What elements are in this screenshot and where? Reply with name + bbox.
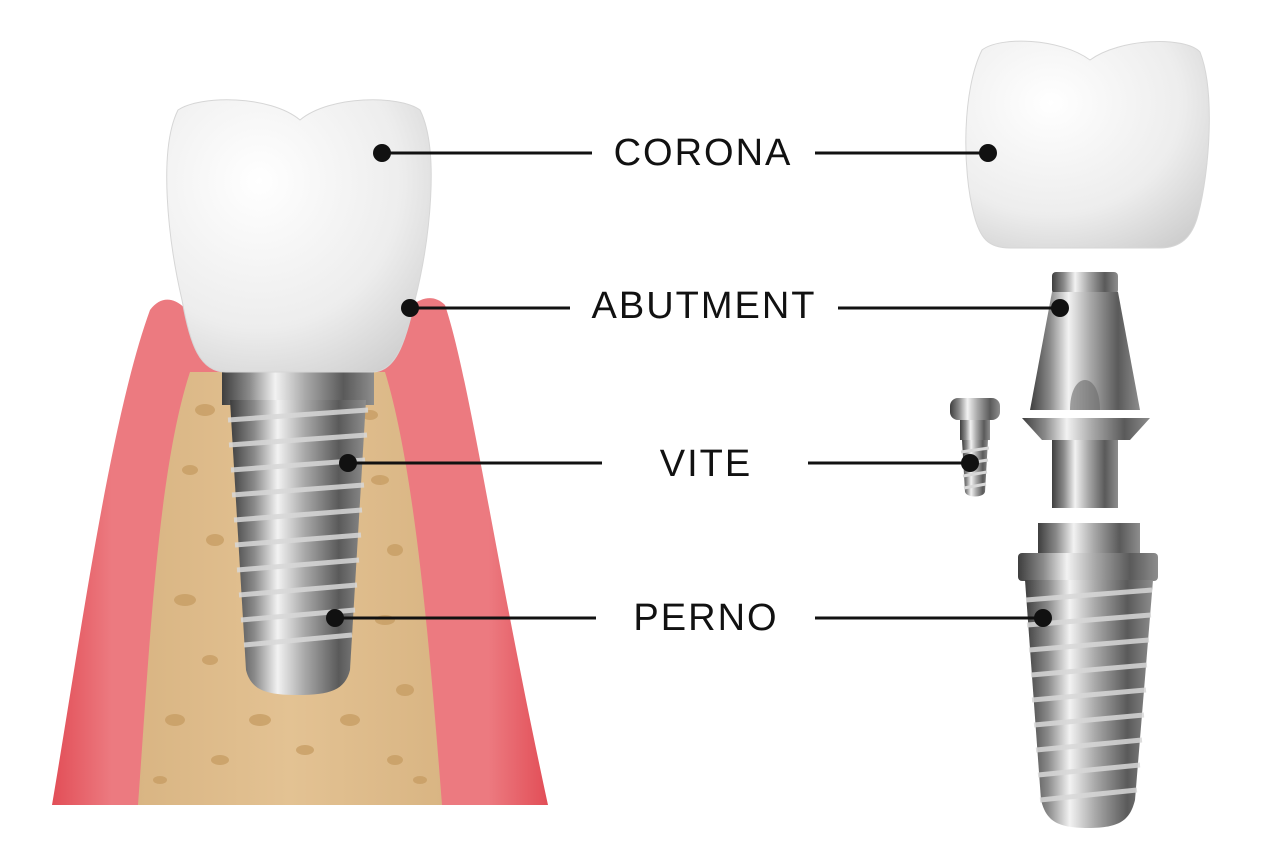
leader-lines xyxy=(335,151,1060,620)
bone-pores xyxy=(153,404,427,784)
implant-post-separate xyxy=(1018,523,1158,828)
abutment-separate xyxy=(1022,272,1150,508)
dot-abutment-left xyxy=(401,299,419,317)
crown-separate xyxy=(965,40,1210,249)
dot-abutment-right xyxy=(1051,299,1069,317)
dot-screw-right xyxy=(961,454,979,472)
implant-post-installed xyxy=(222,365,374,695)
label-abutment: ABUTMENT xyxy=(591,285,817,327)
crown-installed xyxy=(166,99,432,373)
dot-post-right xyxy=(1034,609,1052,627)
label-post: PERNO xyxy=(633,597,779,639)
screw-separate xyxy=(950,398,1000,497)
dot-post-left xyxy=(326,609,344,627)
dot-crown-left xyxy=(373,144,391,162)
dot-screw-left xyxy=(339,454,357,472)
label-crown: CORONA xyxy=(613,132,793,174)
dot-crown-right xyxy=(979,144,997,162)
label-screw: VITE xyxy=(659,443,753,485)
leader-dots xyxy=(326,144,1069,627)
